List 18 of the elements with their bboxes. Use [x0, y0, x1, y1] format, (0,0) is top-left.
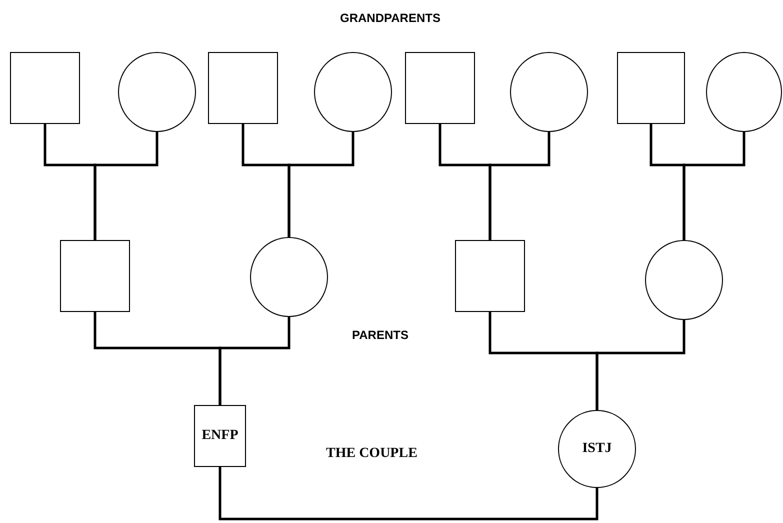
- section-heading: THE COUPLE: [326, 446, 418, 462]
- connector-line: [218, 317, 290, 405]
- square-symbol: [208, 52, 278, 124]
- connector-line: [488, 132, 550, 240]
- circle-symbol: ISTJ: [558, 410, 636, 488]
- square-symbol: [10, 52, 80, 124]
- square-symbol: ENFP: [194, 405, 246, 467]
- connector-line: [288, 132, 354, 237]
- square-symbol: [617, 52, 685, 124]
- square-symbol: [60, 240, 130, 312]
- section-heading: GRANDPARENTS: [340, 11, 440, 25]
- section-heading: PARENTS: [352, 328, 408, 342]
- square-symbol: [405, 52, 475, 124]
- square-symbol: [455, 240, 525, 312]
- connector-line: [596, 320, 686, 410]
- connector-line: [94, 132, 158, 240]
- connector-line: [218, 467, 598, 520]
- connector-line: [682, 132, 746, 240]
